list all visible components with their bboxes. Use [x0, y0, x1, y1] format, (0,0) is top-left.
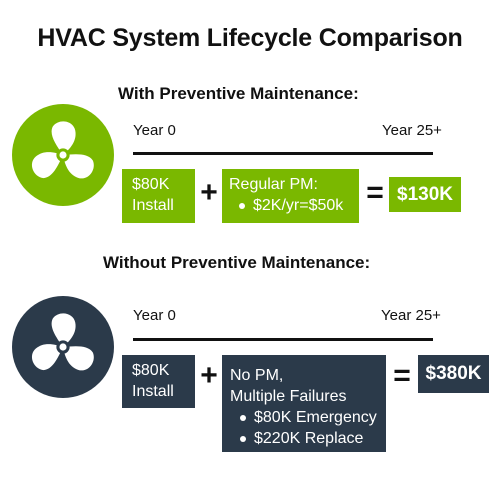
without-pm-install-box: $80K Install: [122, 355, 195, 408]
without-pm-year-end: Year 25+: [381, 307, 441, 324]
fan-icon: [12, 104, 114, 206]
without-pm-total: $380K: [418, 355, 489, 393]
maintenance-title-line: No PM,: [230, 367, 284, 384]
with-pm-heading: With Preventive Maintenance:: [118, 84, 359, 103]
maintenance-bullets: $80K Emergency $220K Replace: [230, 407, 386, 449]
maintenance-bullets: $2K/yr=$50k: [229, 195, 359, 216]
with-pm-year-end: Year 25+: [382, 122, 442, 139]
page-title: HVAC System Lifecycle Comparison: [37, 24, 463, 52]
with-pm-year-start: Year 0: [133, 122, 176, 139]
without-pm-heading: Without Preventive Maintenance:: [103, 253, 371, 272]
with-pm-timeline: [133, 152, 433, 155]
install-label: Install: [132, 197, 174, 214]
fan-icon-graphic: [32, 313, 94, 371]
fan-icon-graphic: [32, 121, 94, 179]
install-cost: $80K: [132, 176, 170, 193]
without-pm-maintenance-box: No PM, Multiple Failures $80K Emergency …: [222, 355, 386, 452]
install-label: Install: [132, 383, 174, 400]
maintenance-title: Regular PM:: [229, 176, 318, 193]
plus-sign: +: [200, 359, 218, 392]
without-pm-year-start: Year 0: [133, 307, 176, 324]
fan-icon: [12, 296, 114, 398]
with-pm-install-box: $80K Install: [122, 169, 195, 223]
equals-sign: =: [366, 176, 384, 209]
plus-sign: +: [200, 176, 218, 209]
maintenance-title-line: Multiple Failures: [230, 388, 347, 405]
list-item: $2K/yr=$50k: [229, 195, 359, 216]
with-pm-total: $130K: [389, 177, 461, 212]
install-cost: $80K: [132, 362, 170, 379]
without-pm-timeline: [133, 338, 433, 341]
with-pm-maintenance-box: Regular PM: $2K/yr=$50k: [222, 169, 359, 223]
list-item: $80K Emergency: [230, 407, 386, 428]
list-item: $220K Replace: [230, 428, 386, 449]
equals-sign: =: [393, 359, 411, 392]
